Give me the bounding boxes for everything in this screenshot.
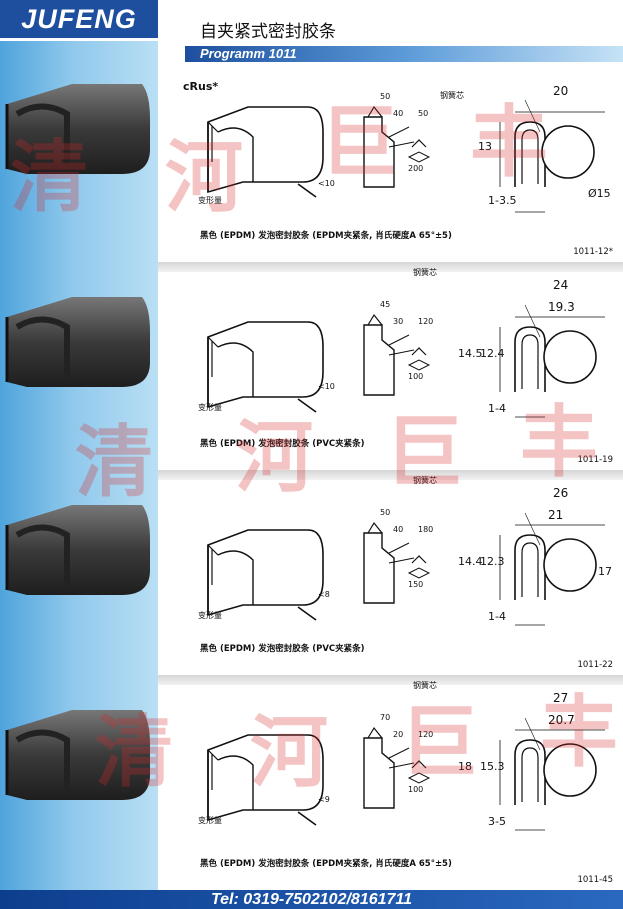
- page-title: 自夹紧式密封胶条: [200, 22, 336, 42]
- page-subtitle: Programm 1011: [200, 46, 297, 61]
- product-description: 黑色 (EPDM) 发泡密封胶条 (EPDM夹紧条, 肖氏硬度A 65°±5): [200, 231, 452, 241]
- side-view-drawing: [363, 105, 431, 188]
- side-view-drawing: [363, 313, 431, 396]
- dim-width-outer: 26: [553, 486, 569, 500]
- deform-label: 变形量: [198, 816, 222, 825]
- product-description: 黑色 (EPDM) 发泡密封胶条 (PVC夹紧条): [200, 439, 365, 449]
- deform-value: <10: [318, 382, 335, 391]
- side-view-drawing: [363, 521, 431, 604]
- angle-label: 45: [380, 300, 391, 309]
- dim-grip-range: 3-5: [488, 815, 506, 828]
- iso-drawing: [207, 321, 324, 413]
- deform-label: 变形量: [198, 611, 222, 620]
- force-value: 100: [408, 785, 424, 794]
- section-divider-band: [158, 262, 623, 272]
- iso-drawing: [207, 734, 324, 826]
- angle-label: 40: [393, 109, 404, 118]
- section-divider-band: [158, 675, 623, 685]
- angle-label: 50: [380, 508, 391, 517]
- telephone-bar: Tel: 0319-7502102/8161711: [0, 890, 623, 909]
- dim-width-outer: 24: [553, 278, 569, 292]
- spring-core-label: 钢簧芯: [440, 91, 464, 100]
- product-description: 黑色 (EPDM) 发泡密封胶条 (EPDM夹紧条, 肖氏硬度A 65°±5): [200, 859, 452, 869]
- dim-height-outer: 13: [478, 140, 492, 153]
- dim-height-inner: 12.3: [480, 555, 505, 568]
- product-sample-image: [2, 287, 152, 401]
- spring-core-label: 钢簧芯: [413, 681, 437, 690]
- spring-core-label: 钢簧芯: [413, 476, 437, 485]
- iso-drawing: [207, 106, 324, 198]
- deform-value: <9: [318, 795, 330, 804]
- product-code: 1011-45: [577, 875, 613, 885]
- profile-drawing: [499, 99, 605, 213]
- angle-label: 40: [393, 525, 404, 534]
- title-bar: [185, 46, 623, 62]
- dim-height-inner: 12.4: [480, 347, 505, 360]
- angle-label: 120: [418, 317, 434, 326]
- force-value: 150: [408, 580, 424, 589]
- iso-drawing: [207, 529, 324, 621]
- dim-height-outer: 18: [458, 760, 472, 773]
- dim-grip-range: 1-4: [488, 402, 506, 415]
- ul-cert-logo: cRus*: [183, 80, 219, 93]
- angle-label: 50: [418, 109, 429, 118]
- product-sample-image: [2, 495, 152, 609]
- force-value: 200: [408, 164, 424, 173]
- dim-grip-range: 1-3.5: [488, 194, 517, 207]
- deform-label: 变形量: [198, 196, 222, 205]
- angle-label: 50: [380, 92, 391, 101]
- angle-label: 20: [393, 730, 404, 739]
- dim-height-outer: 14.4: [458, 555, 483, 568]
- angle-label: 180: [418, 525, 434, 534]
- dim-width-inner: 21: [548, 508, 564, 522]
- product-code: 1011-19: [577, 455, 613, 465]
- profile-drawing: [499, 304, 605, 418]
- angle-label: 70: [380, 713, 391, 722]
- angle-label: 30: [393, 317, 404, 326]
- product-code: 1011-12*: [573, 247, 613, 257]
- dim-grip-range: 1-4: [488, 610, 506, 623]
- profile-drawing: [499, 717, 605, 831]
- product-sample-image: [2, 74, 152, 188]
- product-section: <10 变形量 45 30 120 100 钢簧芯 24 19.3 14.5: [158, 262, 623, 470]
- force-value: 100: [408, 372, 424, 381]
- side-view-drawing: [363, 726, 431, 809]
- product-sample-image: [2, 700, 152, 814]
- dim-width-inner: 20.7: [548, 713, 575, 727]
- deform-label: 变形量: [198, 403, 222, 412]
- angle-label: 120: [418, 730, 434, 739]
- section-divider-band: [158, 470, 623, 480]
- dim-width-outer: 27: [553, 691, 569, 705]
- product-description: 黑色 (EPDM) 发泡密封胶条 (PVC夹紧条): [200, 644, 365, 654]
- dim-height-inner: 15.3: [480, 760, 505, 773]
- deform-value: <8: [318, 590, 330, 599]
- dim-width-inner: 19.3: [548, 300, 575, 314]
- spring-core-label: 钢簧芯: [413, 268, 437, 277]
- product-section: <8 变形量 50 40 180 150 钢簧芯 26 21 14.4 1: [158, 470, 623, 675]
- product-section: <9 变形量 70 20 120 100 钢簧芯 27 20.7 18 1: [158, 675, 623, 890]
- brand-logo: JUFENG: [0, 0, 158, 41]
- dim-height-bulb: 17: [598, 565, 612, 578]
- product-code: 1011-22: [577, 660, 613, 670]
- profile-drawing: [499, 512, 605, 626]
- dim-width-outer: 20: [553, 84, 569, 98]
- deform-value: <10: [318, 179, 335, 188]
- product-section: <10 变形量 50 40 50 200 钢簧芯 20 13: [158, 62, 623, 262]
- dim-height-outer: 14.5: [458, 347, 483, 360]
- dim-diameter: Ø15: [588, 187, 611, 200]
